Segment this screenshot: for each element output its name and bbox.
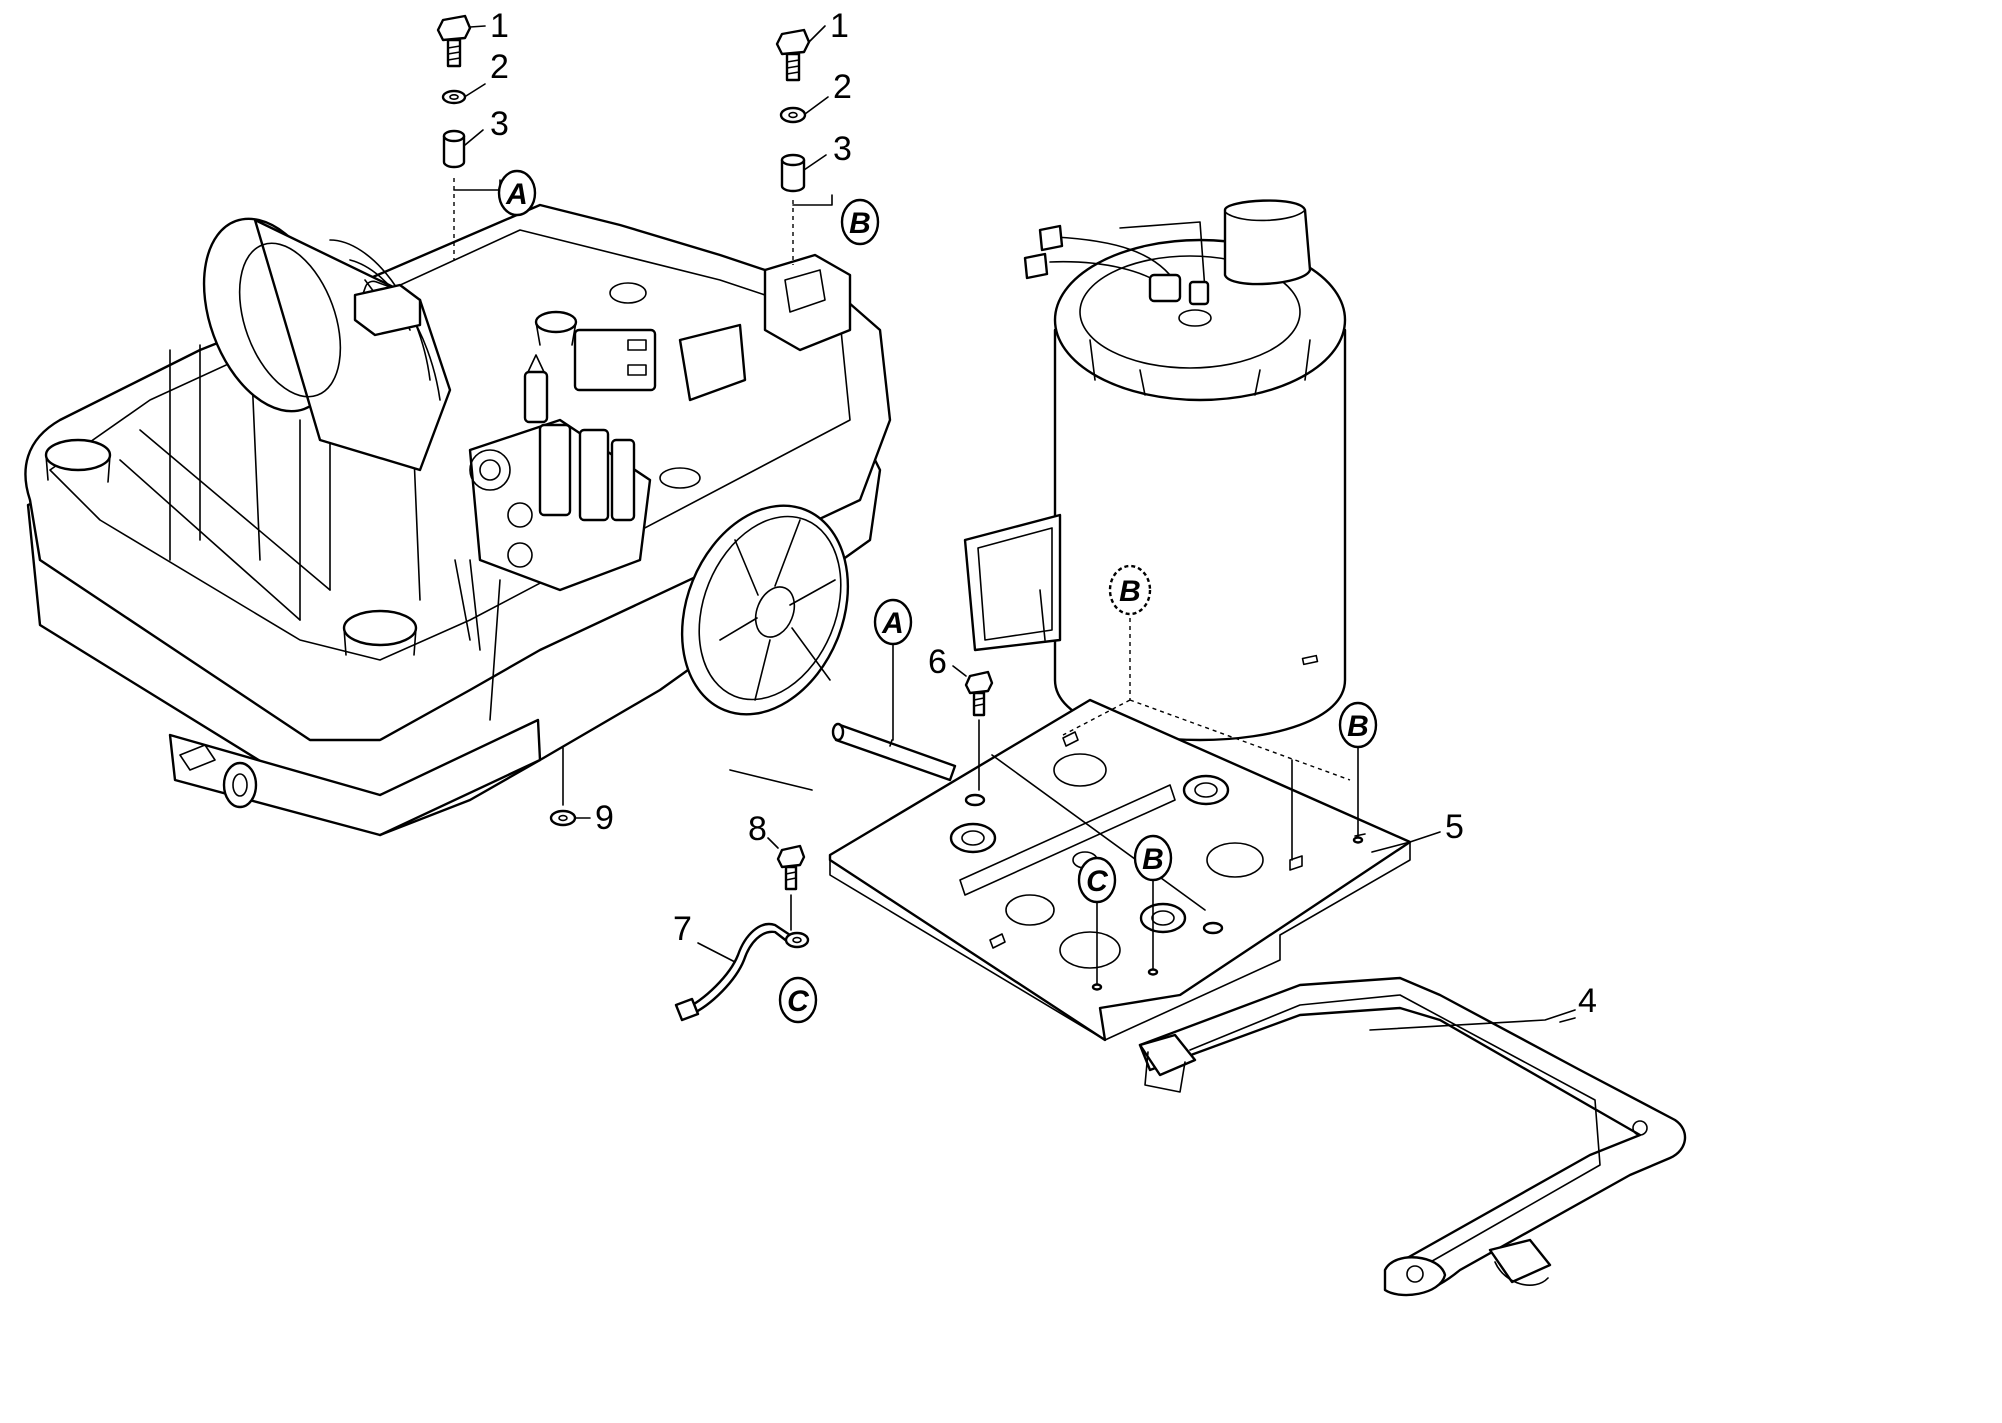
ref-mark-b-right: B bbox=[1338, 701, 1378, 749]
washer-2-b bbox=[779, 106, 807, 124]
label-part-7: 7 bbox=[673, 910, 692, 948]
ref-mark-b-top: B bbox=[840, 198, 880, 246]
pump-assembly bbox=[454, 310, 657, 721]
svg-text:B: B bbox=[1142, 843, 1164, 876]
label-part-6: 6 bbox=[928, 643, 947, 681]
label-part-2-a: 2 bbox=[490, 48, 509, 86]
svg-text:C: C bbox=[1086, 865, 1109, 898]
ref-mark-b-plate: B bbox=[1133, 834, 1173, 882]
bolt-8 bbox=[767, 837, 806, 931]
motor bbox=[202, 217, 452, 472]
spacer-3-b bbox=[780, 153, 806, 193]
bolt-1-b bbox=[775, 28, 811, 82]
ref-mark-a-pipe: A bbox=[873, 598, 913, 646]
washer-2-a bbox=[441, 89, 467, 105]
machine-housing bbox=[24, 203, 892, 837]
label-part-3-a: 3 bbox=[490, 105, 509, 143]
label-part-1-b: 1 bbox=[830, 7, 849, 45]
spacer-3-a bbox=[442, 129, 466, 169]
nut-9 bbox=[549, 747, 591, 827]
fastener-stack-a bbox=[436, 14, 501, 260]
pipe-a bbox=[831, 639, 957, 782]
label-part-1-a: 1 bbox=[490, 7, 509, 45]
wheel bbox=[680, 504, 850, 716]
ref-mark-c-cable: C bbox=[778, 976, 818, 1024]
svg-text:C: C bbox=[787, 985, 810, 1018]
ref-mark-c-plate: C bbox=[1077, 856, 1117, 904]
fastener-stack-b bbox=[775, 25, 833, 265]
svg-text:B: B bbox=[1347, 710, 1369, 743]
label-part-9: 9 bbox=[595, 799, 614, 837]
ref-mark-a-top: A bbox=[497, 169, 537, 217]
base-plate bbox=[828, 698, 1412, 1042]
bolt-6 bbox=[952, 665, 1206, 911]
boiler bbox=[963, 199, 1347, 742]
push-handle bbox=[1138, 976, 1687, 1297]
svg-text:B: B bbox=[849, 207, 871, 240]
label-part-2-b: 2 bbox=[833, 68, 852, 106]
svg-text:A: A bbox=[505, 178, 528, 211]
label-part-3-b: 3 bbox=[833, 130, 852, 168]
svg-text:B: B bbox=[1119, 575, 1141, 608]
label-part-4: 4 bbox=[1578, 982, 1597, 1020]
label-part-5: 5 bbox=[1445, 808, 1464, 846]
label-part-8: 8 bbox=[748, 810, 767, 848]
ref-mark-b-boiler: B bbox=[1108, 564, 1152, 616]
bolt-1-a bbox=[436, 14, 472, 68]
svg-text:A: A bbox=[881, 607, 904, 640]
ground-cable-7 bbox=[674, 922, 810, 1022]
